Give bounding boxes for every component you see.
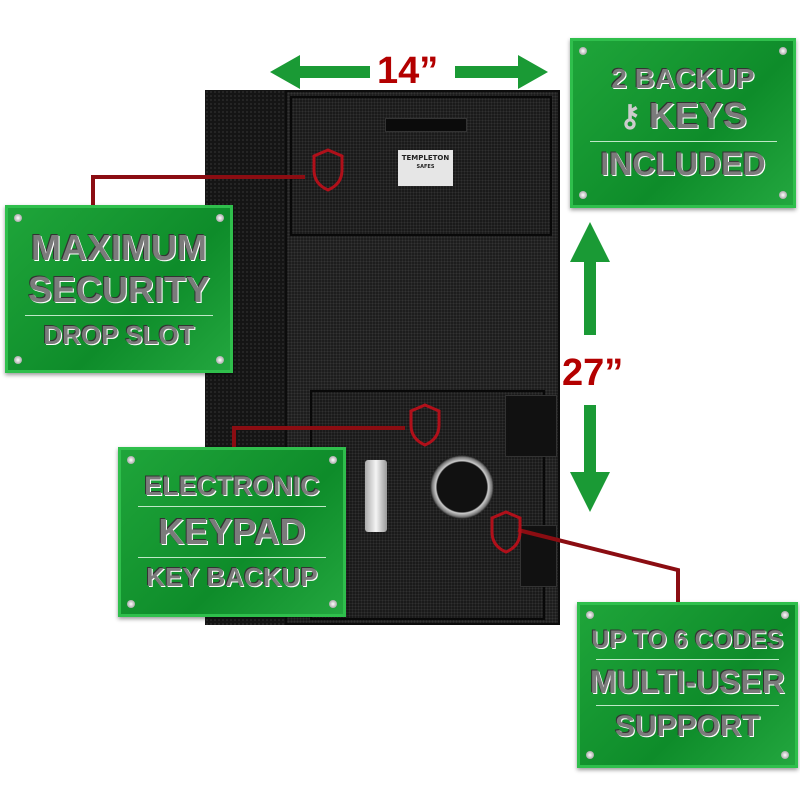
- keys-icon: ⚷: [618, 99, 641, 133]
- callout-line-codes: [517, 528, 680, 602]
- shield-lock-icon: [490, 510, 522, 554]
- sign-line: ELECTRONIC: [144, 471, 320, 501]
- height-arrow-up: [570, 222, 610, 335]
- sign-line: MAXIMUM: [31, 227, 207, 268]
- width-arrow-right: [455, 55, 548, 89]
- shield-lock-icon: [409, 403, 441, 447]
- shield-lock-icon: [312, 148, 344, 192]
- width-label: 14”: [377, 50, 439, 92]
- sign-line: DROP SLOT: [43, 320, 195, 350]
- sign-line: KEY BACKUP: [146, 562, 318, 592]
- drop-slot: [385, 118, 467, 132]
- sign-line: SUPPORT: [614, 710, 761, 743]
- hinge-top: [505, 395, 557, 457]
- callout-line-keypad: [232, 426, 405, 447]
- sign-backup-keys: 2 BACKUP ⚷KEYS INCLUDED: [570, 38, 796, 208]
- sign-line: KEYS: [648, 95, 748, 136]
- door-handle: [365, 460, 387, 532]
- sign-line: SECURITY: [27, 269, 211, 310]
- width-arrow-left: [270, 55, 370, 89]
- height-label: 27”: [562, 352, 624, 394]
- brand-sub: SAFES: [416, 164, 435, 170]
- sign-line: INCLUDED: [600, 146, 766, 182]
- sign-line: MULTI-USER: [590, 664, 785, 700]
- sign-line: KEYPAD: [158, 511, 306, 552]
- height-arrow-down: [570, 405, 610, 512]
- electronic-keypad: [430, 455, 494, 519]
- brand-plate: TEMPLETON SAFES: [398, 150, 453, 186]
- sign-keypad: ELECTRONIC KEYPAD KEY BACKUP: [118, 447, 346, 617]
- sign-drop-slot: MAXIMUM SECURITY DROP SLOT: [5, 205, 233, 373]
- brand-name: TEMPLETON: [401, 154, 450, 162]
- sign-user-codes: UP TO 6 CODES MULTI-USER SUPPORT: [577, 602, 798, 768]
- callout-line-drop-slot: [91, 175, 305, 205]
- sign-line: UP TO 6 CODES: [591, 626, 784, 654]
- sign-line: 2 BACKUP: [611, 63, 755, 94]
